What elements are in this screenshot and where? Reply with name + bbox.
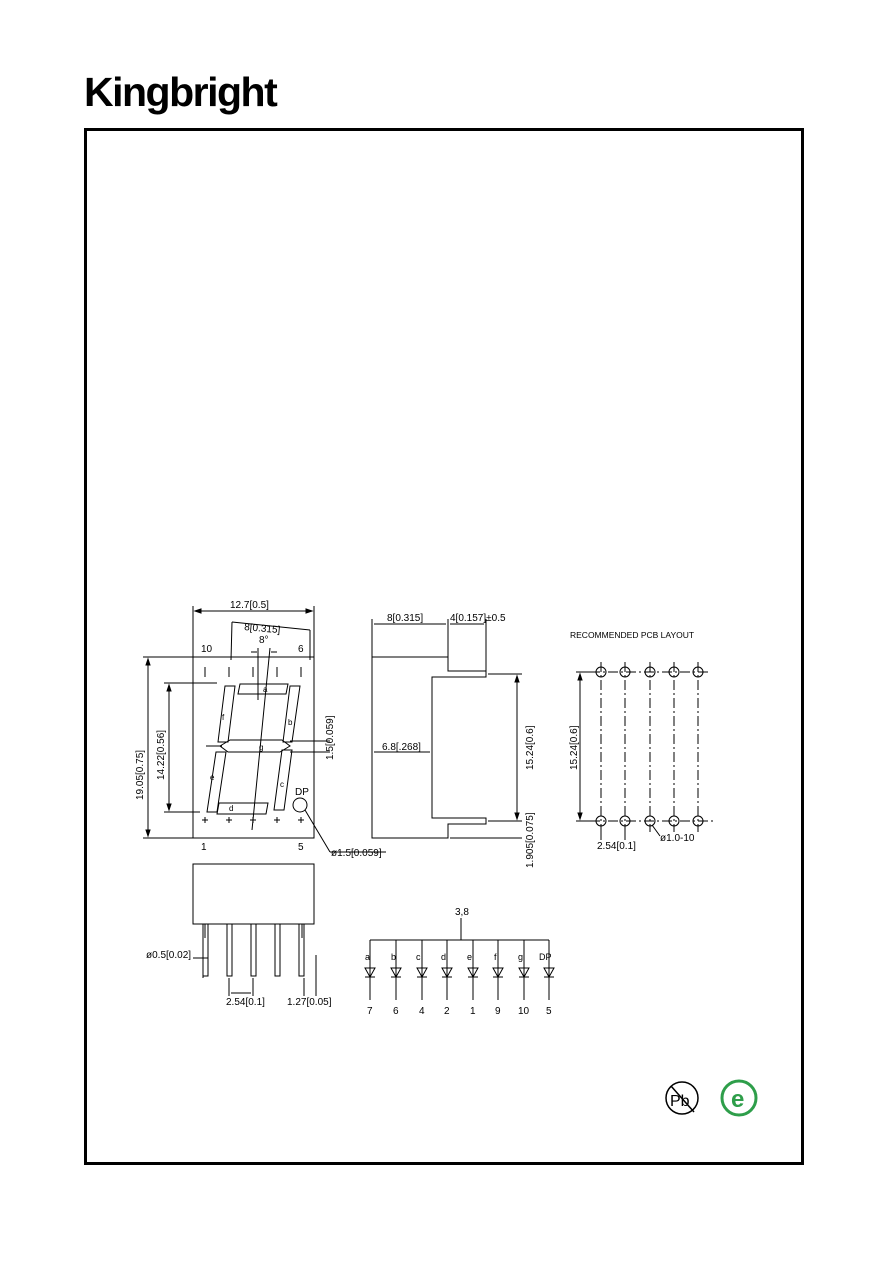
- seg-letter-g: g: [259, 743, 263, 752]
- pcb-layout-title: RECOMMENDED PCB LAYOUT: [570, 630, 694, 640]
- seg-letter-e: e: [210, 773, 215, 782]
- bottom-view-pins: [202, 923, 305, 977]
- circuit-pin-2: 2: [444, 1006, 450, 1017]
- pcb-hole-dim: ø1.0-10: [660, 833, 695, 844]
- circuit-pin-5: 5: [546, 1006, 552, 1017]
- bottom-view-body: [192, 863, 315, 925]
- side-depth-dim: 8[0.315]: [387, 613, 423, 624]
- segment-width-dim: 1.5[0.059]: [325, 715, 336, 760]
- bottom-offset-dim: 1.27[0.05]: [287, 997, 332, 1008]
- seg-letter-b: b: [288, 718, 293, 727]
- side-view-body: [371, 656, 487, 839]
- circuit-diodes: [364, 940, 555, 1000]
- kingbright-logo: Kingbright: [84, 69, 278, 115]
- circuit-pin-7: 7: [367, 1006, 373, 1017]
- pb-free-badge: [665, 1081, 699, 1115]
- rohs-text: e: [731, 1086, 744, 1113]
- segment-c: [273, 749, 293, 811]
- segment-e: [206, 751, 227, 813]
- segment-d: [216, 802, 269, 815]
- pin-label-10: 10: [201, 644, 213, 655]
- side-pin-length-dim: 4[0.157]±0.5: [450, 613, 506, 624]
- front-view-body: [192, 656, 315, 839]
- side-pin-offset-dim: 1.905[0.075]: [525, 812, 536, 868]
- circuit-seg-d: d: [441, 952, 446, 962]
- circuit-seg-b: b: [391, 952, 396, 962]
- drawing-frame: [84, 128, 804, 1165]
- front-width-dim: 12.7[0.5]: [230, 600, 269, 611]
- circuit-pin-4: 4: [419, 1006, 425, 1017]
- circuit-common-pins: 3,8: [455, 907, 469, 918]
- circuit-seg-c: c: [416, 952, 421, 962]
- side-body-depth-dim: 6.8[.268]: [382, 742, 421, 753]
- circuit-seg-f: f: [494, 952, 497, 962]
- front-slant-dim: 8[0.315]: [244, 622, 281, 636]
- pcb-row-spacing-dim: 15.24[0.6]: [569, 725, 580, 770]
- dp-diameter-dim: ø1.5[0.059]: [331, 848, 382, 859]
- seg-letter-d: d: [229, 804, 233, 813]
- pin-label-5: 5: [298, 842, 304, 853]
- side-row-spacing-dim: 15.24[0.6]: [525, 725, 536, 770]
- segment-a: [237, 683, 289, 695]
- circuit-segment-labels: a b c d e f g DP: [365, 952, 552, 962]
- circuit-seg-g: g: [518, 952, 523, 962]
- circuit-seg-e: e: [467, 952, 472, 962]
- circuit-seg-a: a: [365, 952, 370, 962]
- segment-b: [282, 685, 301, 743]
- seg-letter-a: a: [263, 685, 268, 694]
- circuit-pin-1: 1: [470, 1006, 476, 1017]
- circuit-pin-labels: 7 6 4 2 1 9 10 5: [367, 1006, 552, 1017]
- segment-g: [219, 739, 291, 753]
- circuit-seg-dp: DP: [539, 952, 552, 962]
- front-angle-dim: 8°: [259, 635, 269, 646]
- bottom-pin-diameter-dim: ø0.5[0.02]: [146, 950, 191, 961]
- rohs-badge: [720, 1079, 758, 1117]
- pin-label-1: 1: [201, 842, 207, 853]
- circuit-pin-9: 9: [495, 1006, 501, 1017]
- bottom-pitch-dim: 2.54[0.1]: [226, 997, 265, 1008]
- dp-label: DP: [295, 787, 309, 798]
- seg-letter-c: c: [280, 780, 284, 789]
- front-height-dim: 19.05[0.75]: [135, 750, 146, 800]
- pin-label-6: 6: [298, 644, 304, 655]
- segment-f: [217, 685, 236, 743]
- dp-dot: [292, 797, 308, 813]
- digit-height-dim: 14.22[0.56]: [156, 730, 167, 780]
- circuit-pin-6: 6: [393, 1006, 399, 1017]
- pcb-pitch-dim: 2.54[0.1]: [597, 841, 636, 852]
- pb-free-text: Pb: [670, 1093, 690, 1110]
- front-segment-letters: a b c d e f g: [210, 685, 293, 813]
- seg-letter-f: f: [222, 713, 225, 722]
- circuit-pin-10: 10: [518, 1006, 530, 1017]
